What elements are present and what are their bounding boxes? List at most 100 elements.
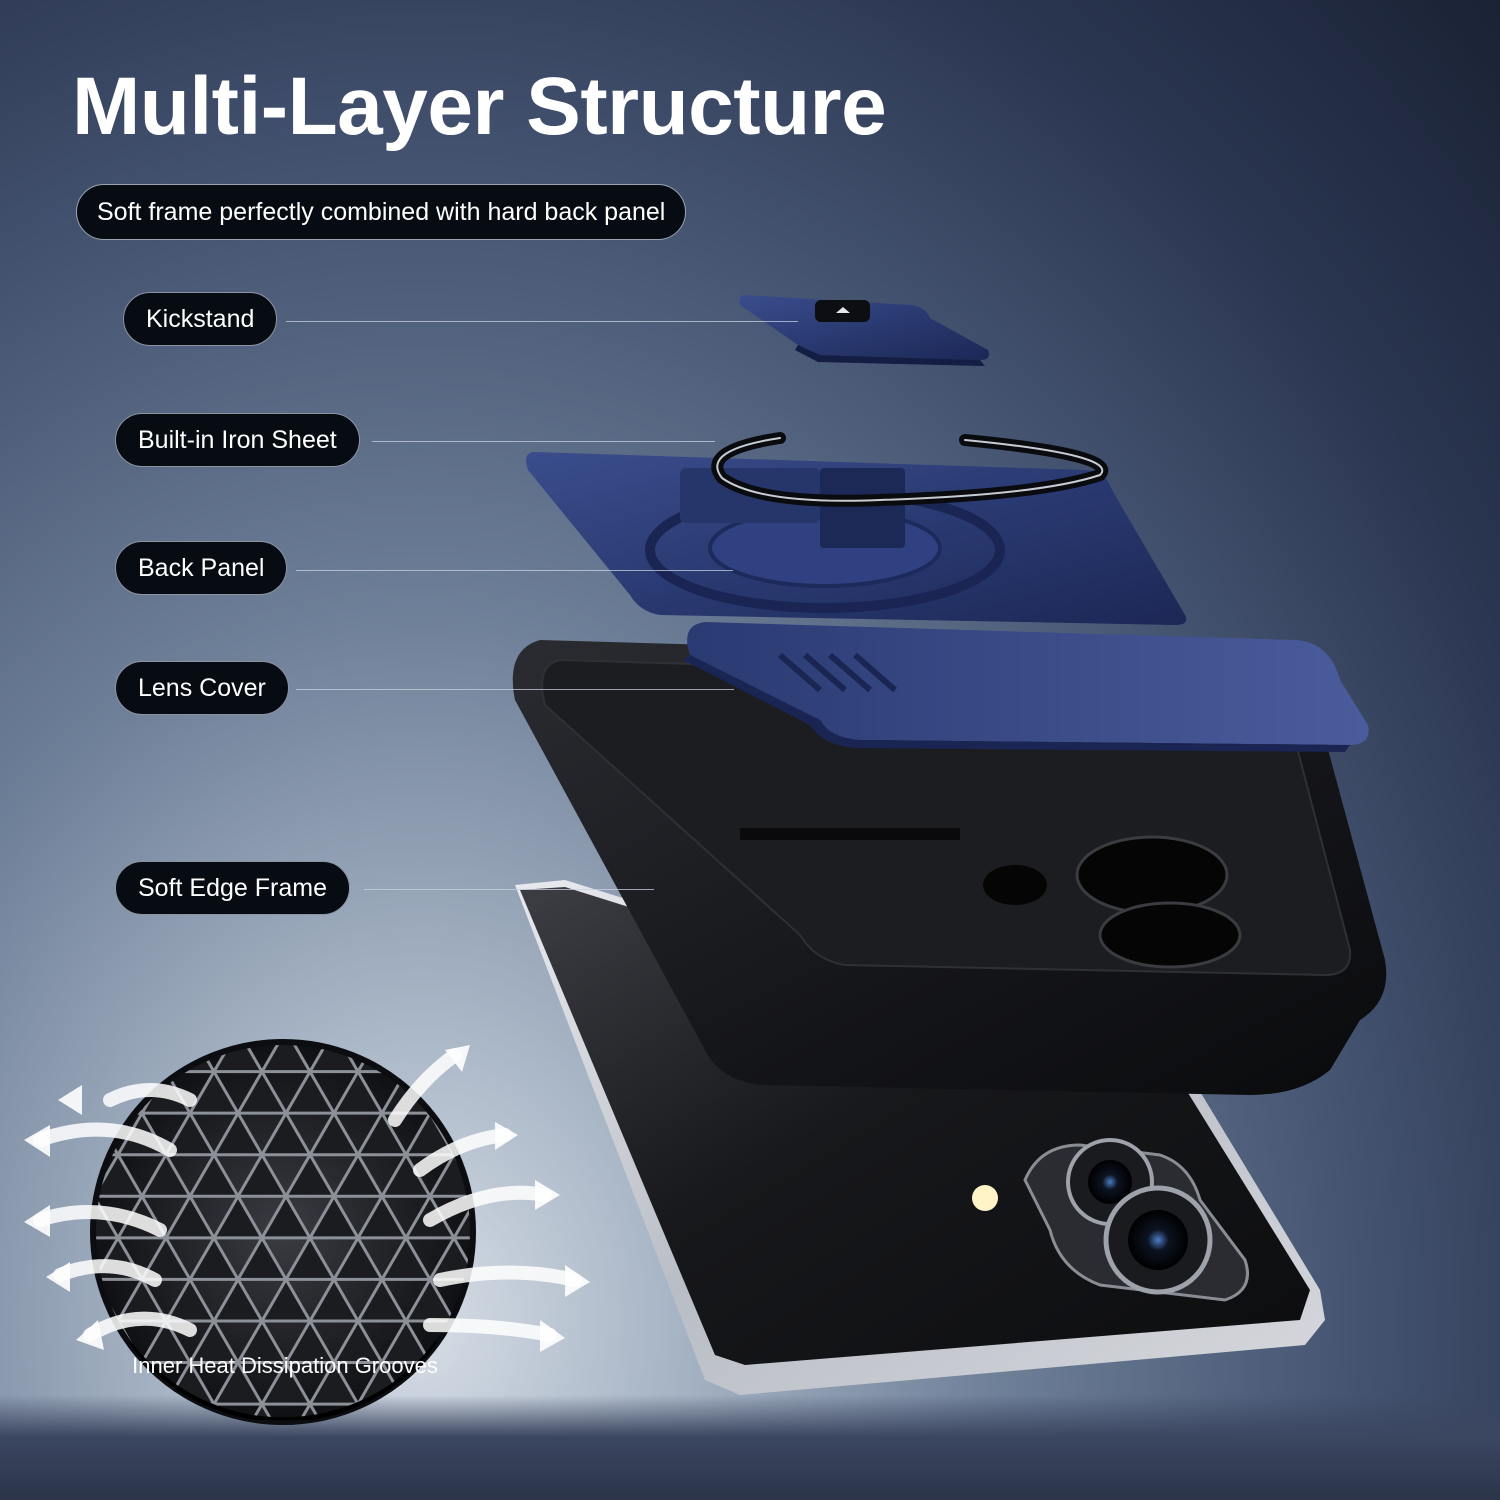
mesh-cell (187, 1151, 241, 1198)
mesh-cell (166, 1446, 214, 1488)
callout-kickstand: Kickstand (123, 292, 278, 346)
mesh-cell (238, 1487, 286, 1500)
leader-line-lens-cover (296, 689, 734, 690)
mesh-cell (163, 1276, 217, 1323)
mesh-cell (331, 1151, 385, 1198)
mesh-cell (382, 988, 430, 1030)
mesh-cell (0, 1279, 22, 1321)
mesh-cell (118, 947, 166, 989)
mesh-cell (598, 1363, 646, 1405)
mesh-cell (454, 1446, 502, 1488)
mesh-cell (574, 1404, 622, 1446)
mesh-cell (307, 1110, 361, 1157)
mesh-cell (93, 1401, 97, 1422)
mesh-cell (379, 1234, 433, 1281)
mesh-cell (622, 1404, 670, 1446)
mesh-cell (283, 1151, 337, 1198)
mesh-cell (70, 947, 118, 989)
mesh-cell (214, 947, 262, 989)
mesh-cell (331, 1234, 385, 1281)
mesh-cell (0, 1446, 22, 1488)
mesh-cell (118, 1446, 166, 1488)
mesh-cell (526, 1072, 574, 1114)
mesh-cell (187, 1234, 241, 1281)
mesh-cell (139, 1151, 193, 1198)
mesh-cell (430, 1487, 478, 1500)
leader-line-kickstand (286, 321, 798, 322)
mesh-cell (211, 1276, 265, 1323)
mesh-cell (331, 1068, 385, 1115)
mesh-cell (190, 988, 238, 1030)
callout-iron-sheet: Built-in Iron Sheet (115, 413, 360, 467)
mesh-cell (478, 1404, 526, 1446)
mesh-cell (355, 1193, 409, 1240)
mesh-cell (238, 988, 286, 1030)
mesh-cell (0, 1113, 22, 1155)
mesh-cell (0, 988, 46, 1030)
mesh-cell (22, 1363, 70, 1405)
mesh-cell (307, 1276, 361, 1323)
mesh-cell (0, 1072, 46, 1114)
mesh-cell (93, 1151, 145, 1198)
mesh-cell (211, 1359, 265, 1406)
mesh-cell (574, 1321, 622, 1363)
mesh-cell (190, 1487, 238, 1500)
airflow-arrowheads (24, 1045, 590, 1352)
mesh-cell (307, 1359, 361, 1406)
mesh-cell (430, 988, 478, 1030)
mesh-cell (550, 1196, 598, 1238)
mesh-cell (93, 1359, 121, 1406)
mesh-cell (0, 1155, 46, 1197)
leader-line-back-panel (296, 570, 733, 571)
magnetic-ring (711, 432, 1109, 507)
mesh-cell (283, 1234, 337, 1281)
mesh-cell (451, 1359, 473, 1406)
mesh-cell (214, 1446, 262, 1488)
mesh-cell (358, 1446, 406, 1488)
mesh-cell (550, 1363, 598, 1405)
mesh-cell (406, 1446, 454, 1488)
mesh-cell (235, 1068, 289, 1115)
leader-line-iron-sheet (372, 441, 715, 442)
mesh-cell (93, 1151, 97, 1198)
mesh-cell (262, 1446, 310, 1488)
mesh-cell (406, 947, 454, 989)
mesh-cell (142, 988, 190, 1030)
mesh-cell (355, 1276, 409, 1323)
mesh-cell (502, 1363, 550, 1405)
mesh-cell (235, 1151, 289, 1198)
mesh-cell (334, 1487, 382, 1500)
mesh-cell (94, 1487, 142, 1500)
mesh-cell (598, 1279, 646, 1321)
mesh-cell (0, 1030, 22, 1072)
mesh-cell (46, 1487, 94, 1500)
callout-lens-cover: Lens Cover (115, 661, 289, 715)
airflow-arrows (33, 1048, 582, 1342)
mesh-cell (622, 1321, 670, 1363)
mesh-cell (22, 947, 70, 989)
mesh-cell (502, 1446, 550, 1488)
mesh-cell (139, 1401, 193, 1422)
mesh-cell (355, 1110, 409, 1157)
mesh-cell (310, 1446, 358, 1488)
mesh-cell (0, 1238, 46, 1280)
mesh-cell (526, 1404, 574, 1446)
leader-line-soft-frame (364, 889, 654, 890)
heat-dissipation-zoom (0, 947, 670, 1500)
mesh-cell (22, 1030, 70, 1072)
mesh-cell (502, 1030, 550, 1072)
mesh-cell (379, 1317, 433, 1365)
mesh-cell (334, 988, 382, 1030)
mesh-cell (0, 947, 22, 989)
mesh-cell (526, 1487, 574, 1500)
mesh-cell (93, 1042, 121, 1074)
page-title: Multi-Layer Structure (72, 61, 887, 152)
mesh-cell (0, 1404, 46, 1446)
callout-back-panel: Back Panel (115, 541, 288, 595)
mesh-cell (622, 1487, 670, 1500)
mesh-cell (286, 988, 334, 1030)
mesh-cell (70, 1446, 118, 1488)
mesh-cell (139, 1317, 193, 1365)
